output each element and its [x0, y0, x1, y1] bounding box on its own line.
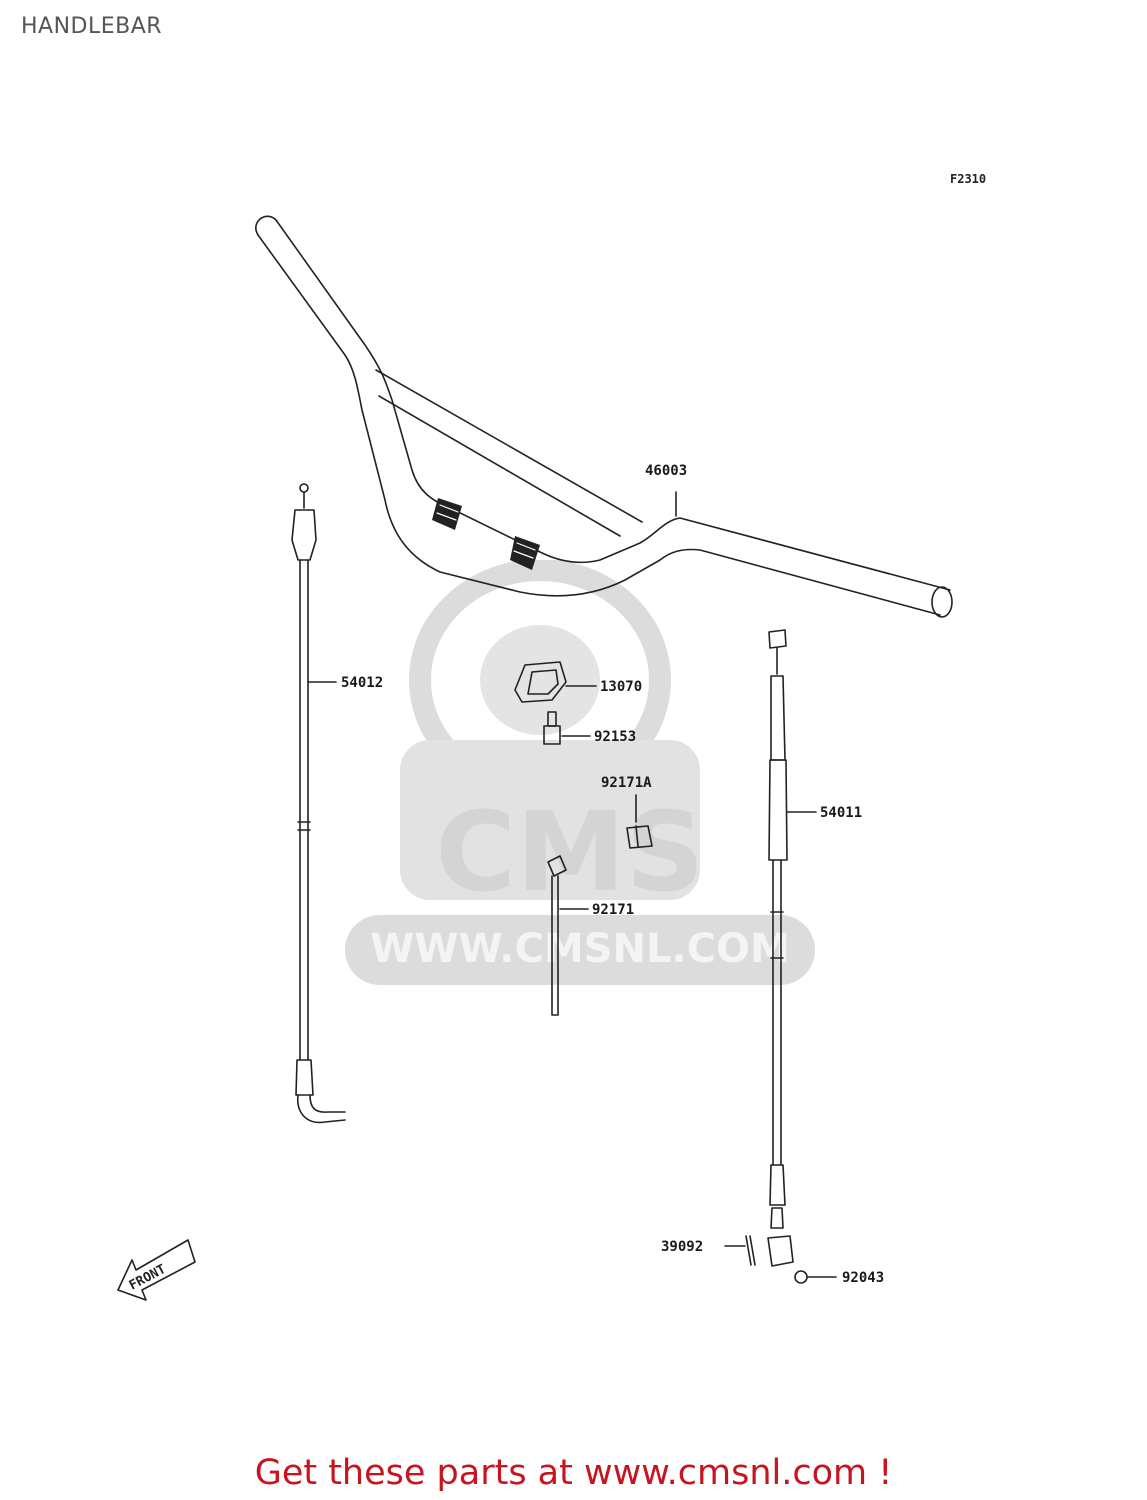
pin-39092 [724, 1235, 756, 1266]
watermark-url: WWW.CMSNL.COM [370, 926, 790, 972]
callout-13070: 13070 [600, 679, 643, 695]
front-label: FRONT [127, 1262, 169, 1294]
cable-54012 [291, 483, 346, 1124]
handlebar-46003 [255, 215, 953, 618]
callout-54011: 54011 [820, 805, 863, 821]
callout-54012: 54012 [341, 675, 384, 691]
page-title: HANDLEBAR [21, 14, 163, 39]
bolt-92153 [543, 711, 591, 745]
figure-code: F2310 [950, 172, 987, 186]
front-arrow-icon [117, 1239, 196, 1301]
callout-92043: 92043 [842, 1270, 885, 1286]
cable-54011 [767, 629, 817, 1267]
callout-92171A: 92171A [601, 775, 652, 791]
callout-46003: 46003 [645, 463, 688, 479]
washer-92043 [794, 1270, 837, 1284]
clip-92171A [626, 794, 653, 849]
footer-link[interactable]: Get these parts at www.cmsnl.com ! [254, 1453, 893, 1493]
tie-92171 [547, 855, 589, 1016]
cms-watermark: CMS WWW.CMSNL.COM [345, 560, 815, 985]
callout-39092: 39092 [661, 1239, 704, 1255]
callout-92153: 92153 [594, 729, 637, 745]
watermark-brand: CMS [435, 788, 704, 916]
clamp-13070 [514, 661, 597, 703]
callout-92171: 92171 [592, 902, 635, 918]
